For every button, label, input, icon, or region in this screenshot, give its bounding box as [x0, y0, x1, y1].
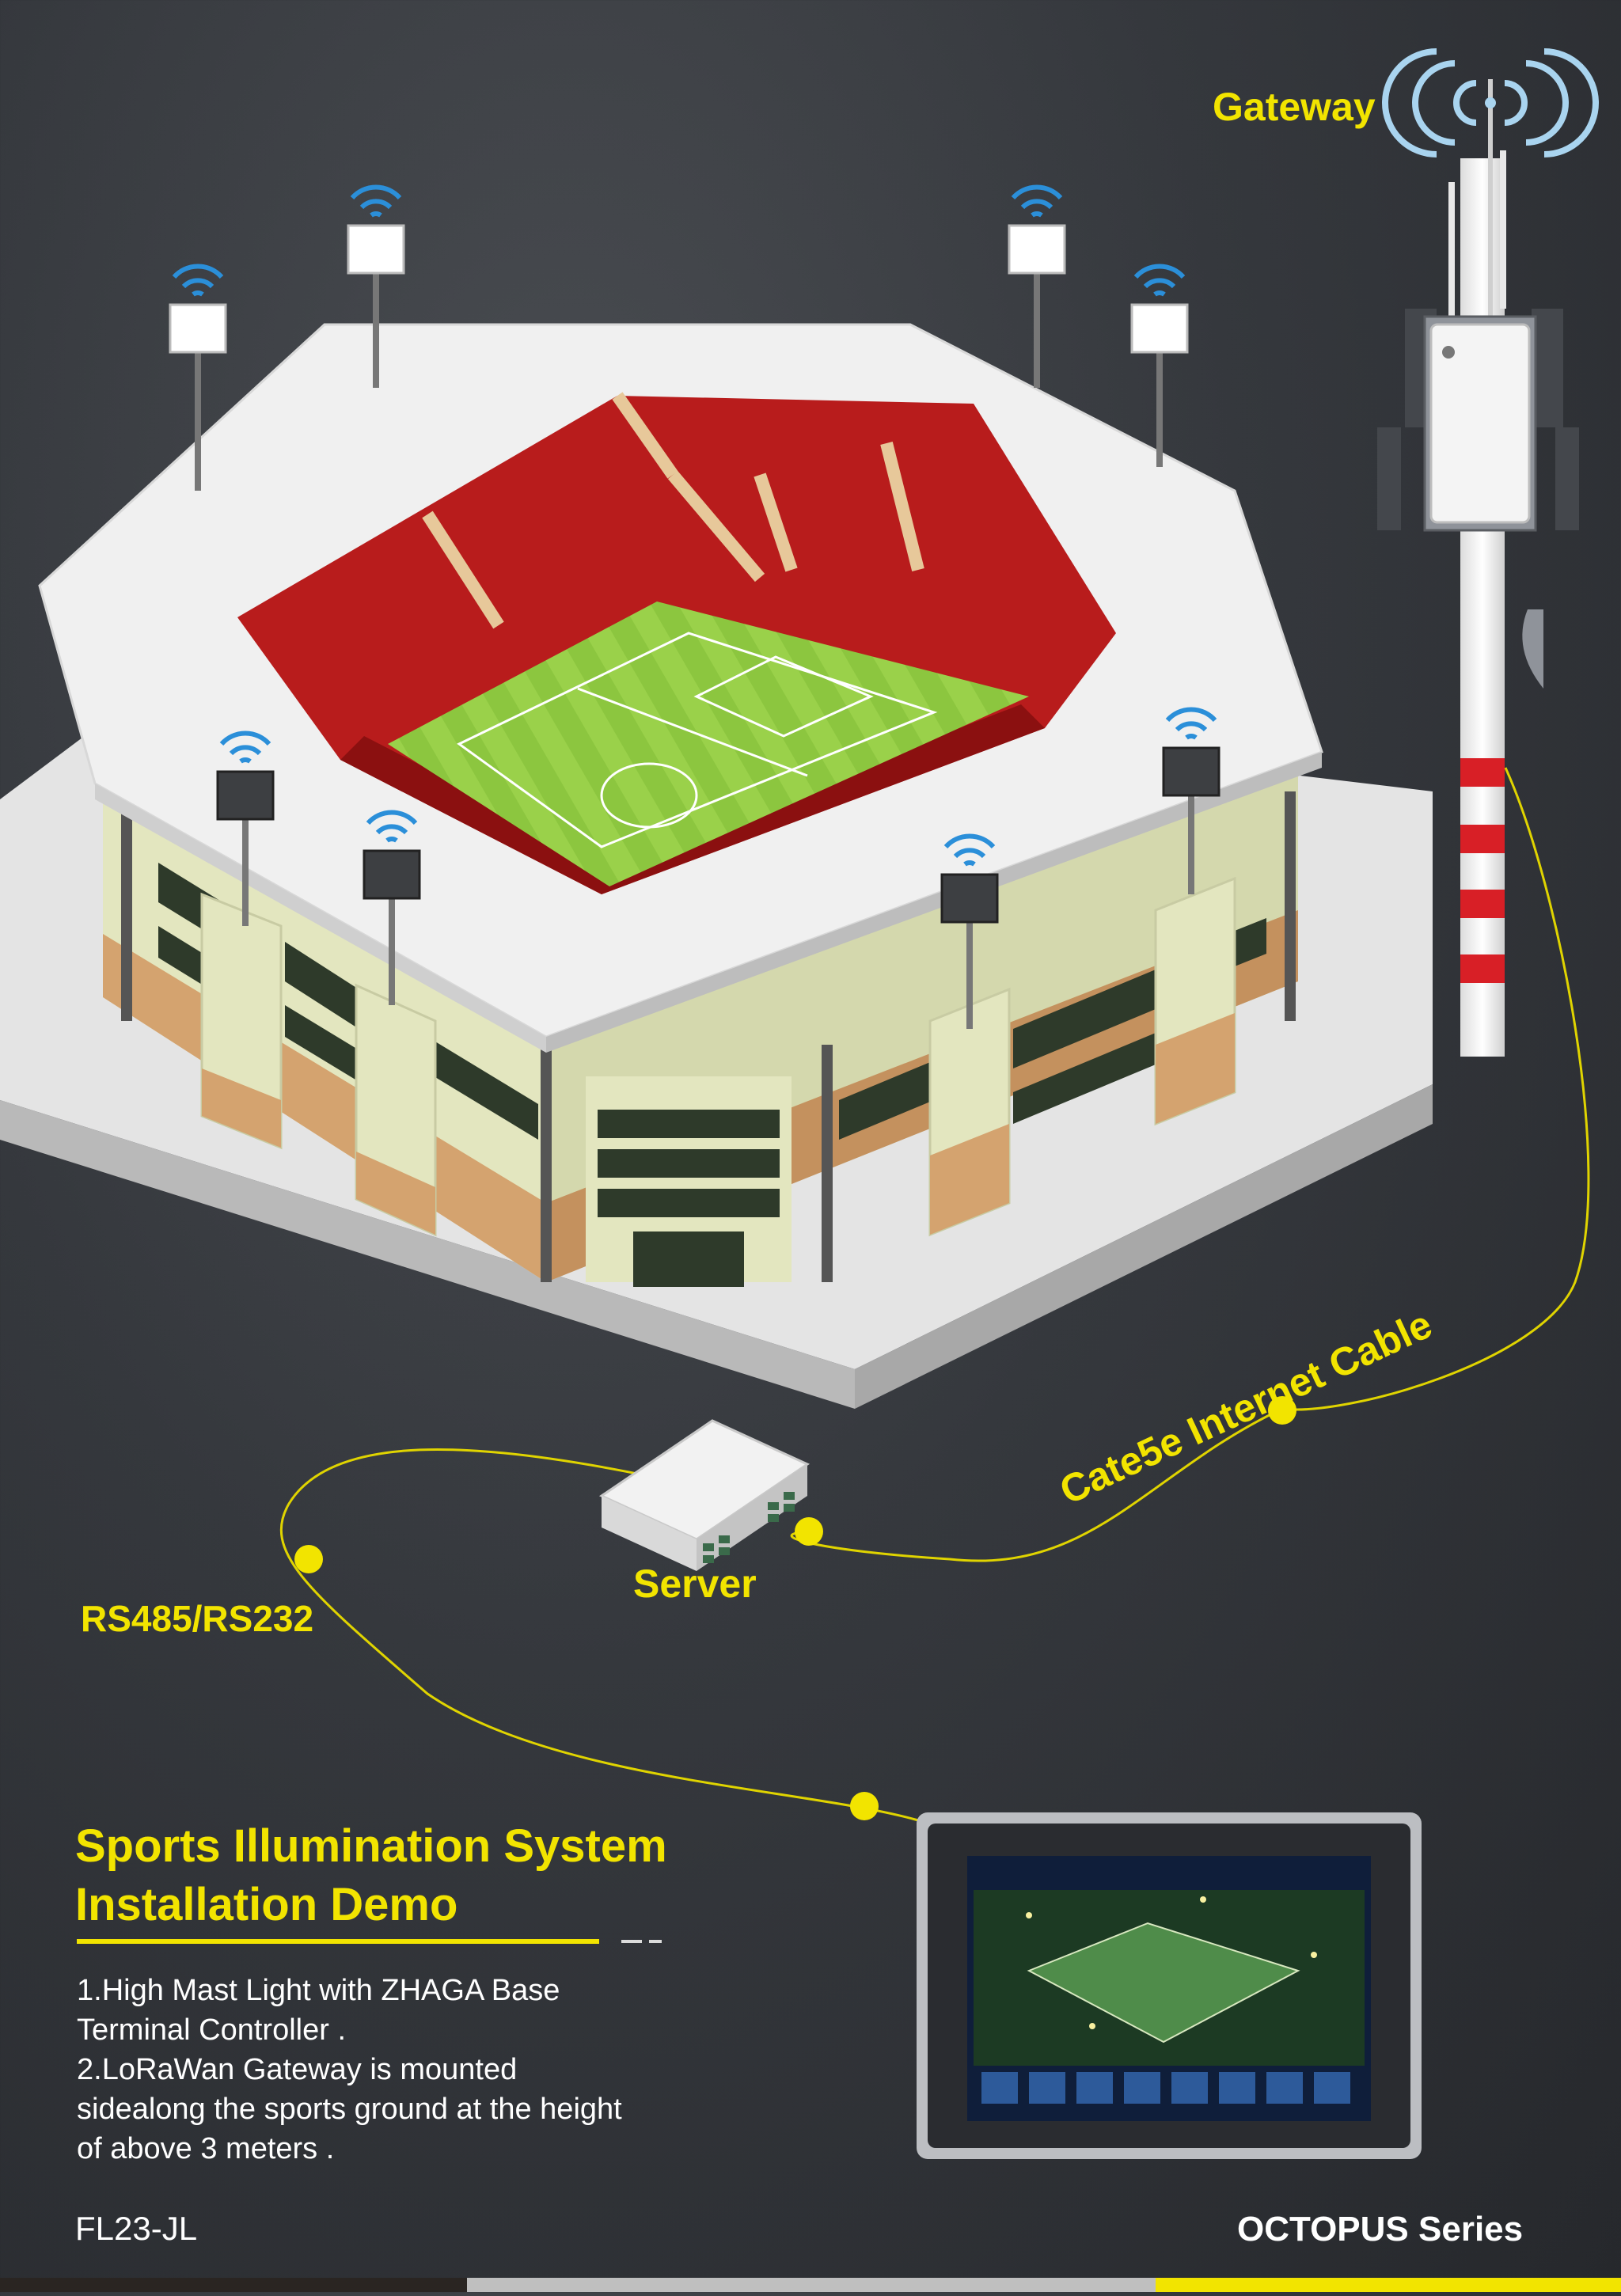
roof-columns — [121, 791, 1296, 1282]
wifi-icon — [366, 810, 418, 843]
pitch-markings — [457, 632, 938, 848]
gateway-signal-icon — [1382, 48, 1599, 157]
title-line-1: Sports Illumination System — [75, 1820, 667, 1872]
mast-light — [1130, 264, 1189, 467]
wifi-icon — [219, 731, 271, 764]
stadium-facade — [103, 712, 1298, 1287]
gateway-tower — [1377, 48, 1599, 1057]
wifi-icon — [1133, 264, 1186, 297]
description-line: 2.LoRaWan Gateway is mounted — [77, 2053, 518, 2086]
title-rule-dash — [649, 1940, 662, 1943]
title-rule — [77, 1939, 599, 1944]
mast-light — [347, 184, 405, 388]
description-line: sidealong the sports ground at the heigh… — [77, 2093, 622, 2126]
gateway-label: Gateway — [1213, 85, 1376, 129]
wifi-icon — [1165, 707, 1217, 740]
wifi-icon — [1011, 184, 1063, 218]
serial-label: RS485/RS232 — [81, 1598, 314, 1639]
mast-light — [216, 731, 275, 926]
serial-cable — [279, 1448, 919, 1822]
series-name: OCTOPUS Series — [1237, 2210, 1524, 2249]
wifi-icon — [350, 184, 402, 218]
server-device — [598, 1419, 810, 1571]
mast-light — [940, 833, 999, 1029]
mast-light — [169, 264, 227, 491]
description-line: Terminal Controller . — [77, 2013, 346, 2047]
page-title: Sports Illumination System Installation … — [75, 1817, 667, 1934]
panel-menu-buttons[interactable] — [981, 2072, 1350, 2104]
mast-light — [1162, 707, 1220, 894]
description-line: 1.High Mast Light with ZHAGA Base — [77, 1974, 560, 2007]
connection-dots — [294, 1396, 1296, 1820]
title-rule-dash — [621, 1940, 642, 1943]
tower-stripes — [1460, 758, 1505, 983]
stadium-roof — [38, 323, 1323, 1053]
wifi-icon — [172, 264, 224, 297]
footer-strip — [0, 2278, 1621, 2292]
model-number: FL23-JL — [75, 2210, 198, 2247]
control-panel[interactable] — [917, 1812, 1422, 2159]
high-mast-lights — [169, 184, 1220, 1029]
description-line: of above 3 meters . — [77, 2132, 335, 2165]
stand-aisles — [422, 392, 924, 629]
dish-antenna — [1522, 609, 1543, 689]
mast-light — [1008, 184, 1066, 388]
server-label: Server — [633, 1562, 757, 1606]
mast-light — [363, 810, 421, 1005]
wifi-icon — [943, 833, 996, 867]
description: 1.High Mast Light with ZHAGA Base Termin… — [77, 1971, 694, 2169]
title-line-2: Installation Demo — [75, 1879, 458, 1930]
gateway-device — [1429, 323, 1531, 524]
cate5e-cable — [790, 767, 1590, 1562]
connection-cables — [279, 767, 1590, 1822]
